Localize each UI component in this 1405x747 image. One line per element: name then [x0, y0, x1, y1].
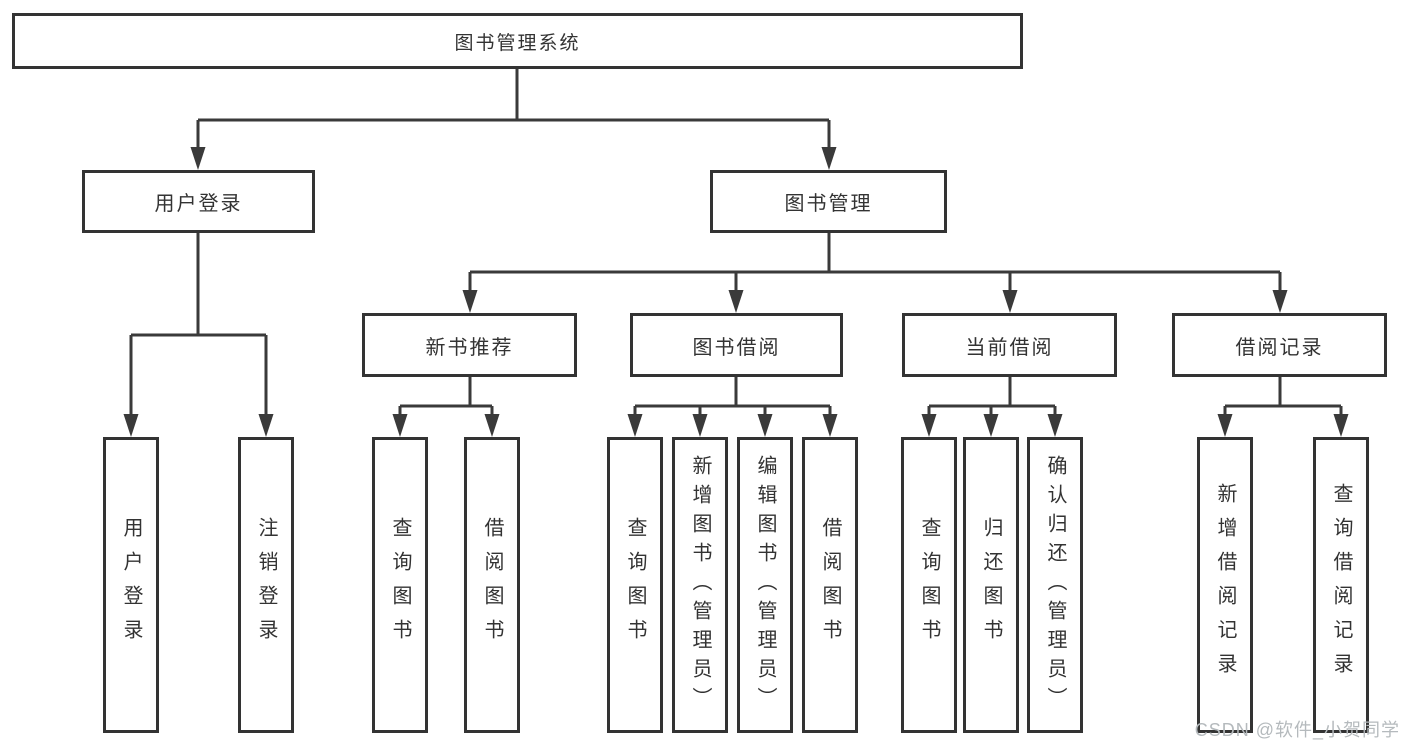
node-user-login: 用户登录 [82, 170, 315, 233]
node-borrow-books-recommend: 借阅图书 [464, 437, 520, 733]
arrowhead-new-book [462, 290, 478, 313]
arrowhead-login-leaf [123, 414, 139, 437]
arrowhead-logout-leaf [258, 414, 274, 437]
arrowhead-leaf [692, 414, 708, 437]
arrowhead-borrow-records [1272, 290, 1288, 313]
node-add-borrow-record: 新增借阅记录 [1197, 437, 1253, 733]
node-query-borrow-record: 查询借阅记录 [1313, 437, 1369, 733]
connector-current-borrow-children [927, 377, 1057, 416]
arrowhead-leaf [1217, 414, 1233, 437]
connector-book-management-children [468, 233, 1282, 292]
node-query-books-current: 查询图书 [901, 437, 957, 733]
connector-book-borrow-children [633, 377, 832, 416]
node-borrow-books: 借阅图书 [802, 437, 858, 733]
connector-borrow-records-children [1223, 377, 1343, 416]
arrowhead-leaf [983, 414, 999, 437]
node-book-borrow: 图书借阅 [630, 313, 843, 377]
node-user-login-action: 用户登录 [103, 437, 159, 733]
arrowhead-leaf [822, 414, 838, 437]
arrowhead-leaf [627, 414, 643, 437]
node-logout: 注销登录 [238, 437, 294, 733]
connector-root-to-level2 [196, 68, 831, 149]
node-book-management: 图书管理 [710, 170, 947, 233]
arrowhead-leaf [757, 414, 773, 437]
connector-user-login-children [129, 233, 268, 416]
node-confirm-return-admin: 确认归还（管理员） [1027, 437, 1083, 733]
arrowhead-leaf [921, 414, 937, 437]
node-current-borrow: 当前借阅 [902, 313, 1117, 377]
node-return-books: 归还图书 [963, 437, 1019, 733]
node-query-books-borrow: 查询图书 [607, 437, 663, 733]
node-add-books-admin: 新增图书（管理员） [672, 437, 728, 733]
node-edit-books-admin: 编辑图书（管理员） [737, 437, 793, 733]
arrowhead-leaf [484, 414, 500, 437]
csdn-watermark: CSDN @软件_小贺同学 [1194, 720, 1400, 740]
connector-new-book-children [398, 377, 494, 416]
arrowhead-leaf [1047, 414, 1063, 437]
arrowhead-book-borrow [728, 290, 744, 313]
arrowhead-user-login [190, 147, 206, 170]
node-query-books-recommend: 查询图书 [372, 437, 428, 733]
arrowhead-book-management [821, 147, 837, 170]
arrowhead-leaf [1333, 414, 1349, 437]
node-library-management-system: 图书管理系统 [12, 13, 1023, 69]
node-new-book-recommend: 新书推荐 [362, 313, 577, 377]
node-borrow-records: 借阅记录 [1172, 313, 1387, 377]
arrowhead-leaf [392, 414, 408, 437]
arrowhead-current-borrow [1002, 290, 1018, 313]
